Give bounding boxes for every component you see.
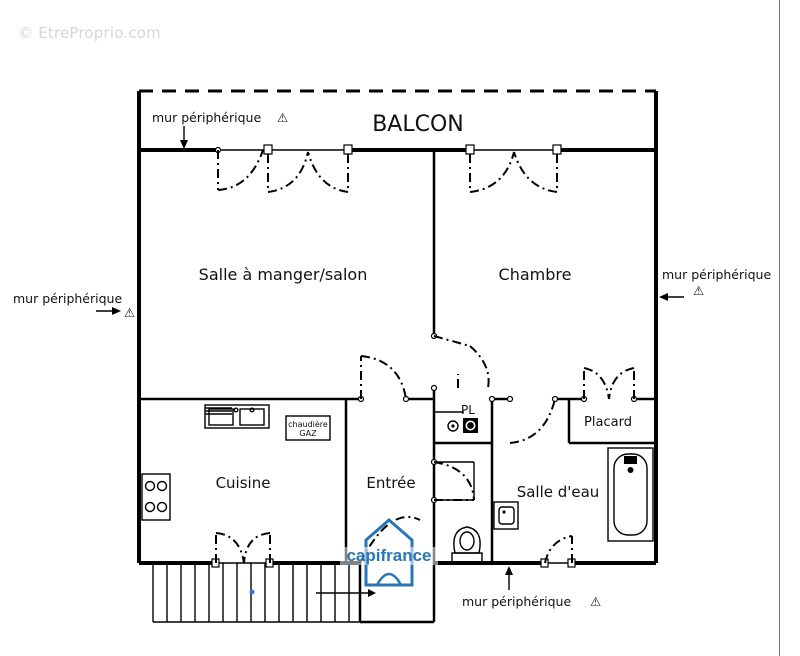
label-entree: Entrée <box>366 474 415 492</box>
label-chambre: Chambre <box>499 265 572 284</box>
entrance <box>358 515 436 624</box>
note-mur-bottom: mur périphérique <box>462 594 571 609</box>
note-mur-left: mur périphérique <box>13 291 122 306</box>
frame-edge <box>779 0 780 656</box>
kitchen-sink <box>204 404 270 429</box>
outer-walls <box>137 148 658 565</box>
brand-logo: capifrance <box>340 518 438 587</box>
bathtub <box>607 447 654 542</box>
note-mur-top: mur périphérique <box>152 110 261 125</box>
label-salle-eau: Salle d'eau <box>517 483 600 501</box>
label-pl: PL <box>461 403 475 417</box>
warning-icon: ⚠ <box>277 110 288 125</box>
label-cuisine: Cuisine <box>216 474 271 492</box>
boiler-label: chaudière <box>288 419 328 429</box>
door-swings <box>215 149 635 564</box>
note-mur-right: mur périphérique <box>662 267 771 282</box>
staircase <box>152 563 376 623</box>
interior-walls <box>139 150 656 563</box>
arrow-icon <box>96 126 684 590</box>
label-balcon: BALCON <box>372 112 464 137</box>
logo-text: capifrance <box>346 546 431 565</box>
watermark: © EtreProprio.com <box>18 24 161 42</box>
pl-symbol <box>447 418 478 433</box>
stove <box>141 473 171 521</box>
toilet <box>451 526 483 563</box>
boiler: chaudière GAZ <box>285 415 331 441</box>
posts <box>211 144 638 568</box>
warning-icon: ⚠ <box>124 305 135 320</box>
warning-icon: ⚠ <box>693 283 704 298</box>
warning-icon: ⚠ <box>590 594 601 609</box>
label-salon: Salle à manger/salon <box>199 265 368 284</box>
washbasin <box>493 501 519 530</box>
label-placard: Placard <box>584 415 632 430</box>
boiler-label-gaz: GAZ <box>299 429 317 438</box>
